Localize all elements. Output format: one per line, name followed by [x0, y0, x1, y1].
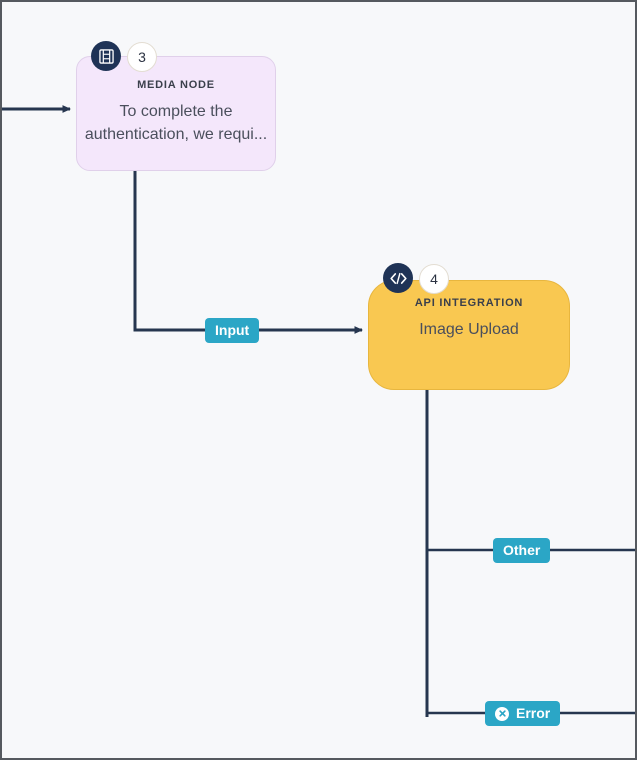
node-title: To complete the authentication, we requi… — [84, 103, 268, 143]
film-strip-icon — [91, 41, 121, 71]
code-brackets-icon — [383, 263, 413, 293]
edge-label-error[interactable]: Error — [485, 701, 561, 726]
edge-media-to-api — [133, 171, 364, 334]
node-media-node[interactable]: MEDIA NODE To complete the authenticatio… — [76, 56, 276, 171]
node-title: Image Upload — [419, 321, 519, 338]
edge-label-text: Other — [503, 542, 541, 558]
edge-label-other[interactable]: Other — [493, 538, 551, 563]
node-number-badge: 3 — [127, 42, 157, 72]
edge-label-input[interactable]: Input — [205, 318, 260, 343]
node-api-integration[interactable]: API INTEGRATION Image Upload — [368, 280, 570, 390]
edge-label-text: Input — [215, 322, 250, 338]
node-kind-label: API INTEGRATION — [414, 297, 524, 309]
node-number-badge: 4 — [419, 264, 449, 294]
error-circle-x-icon — [495, 706, 509, 721]
node-kind-label: MEDIA NODE — [137, 79, 215, 91]
edge-label-text: Error — [516, 705, 551, 721]
